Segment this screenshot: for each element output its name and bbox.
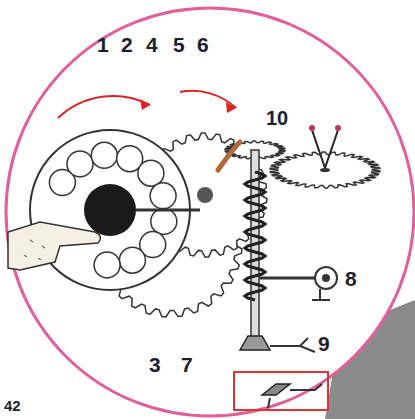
wheel-shaft <box>259 277 322 280</box>
dial-hole <box>67 151 93 177</box>
pointer-dot <box>335 125 341 131</box>
bevel-gear-detail <box>262 384 290 395</box>
dial-hole <box>138 160 164 186</box>
detail-frame <box>234 372 328 410</box>
callout-number: 2 <box>121 34 133 55</box>
pointer-dot <box>309 125 315 131</box>
gear-hub <box>197 187 213 203</box>
glove-dots <box>24 240 45 260</box>
bevel-gear <box>240 336 270 350</box>
dial-hole <box>119 247 145 273</box>
page-number: 42 <box>4 398 21 413</box>
bracket <box>312 299 330 301</box>
gear-10 <box>270 152 380 188</box>
pointer <box>312 130 338 168</box>
callout-number: 5 <box>173 34 185 55</box>
callout-number: 3 <box>149 354 161 375</box>
wheel-hub <box>322 274 330 282</box>
gear-arm <box>218 142 240 170</box>
vignette-circle <box>6 8 414 416</box>
rotation-arrow <box>58 96 150 118</box>
dial-hole <box>94 252 120 278</box>
dial-hole <box>150 183 176 209</box>
callout-number: 1 <box>97 34 109 55</box>
dial-hole <box>151 208 177 234</box>
gear-hub <box>320 168 330 172</box>
callout-number: 10 <box>266 108 288 128</box>
callout-number: 4 <box>146 34 158 55</box>
callout-number: 6 <box>197 34 209 55</box>
arrow-head <box>226 102 236 113</box>
callout-number: 8 <box>345 268 357 289</box>
contact-detail <box>268 384 322 408</box>
bracket <box>319 289 321 300</box>
dial-shaft <box>136 209 200 212</box>
callout-number: 7 <box>181 354 193 375</box>
contact-spring <box>270 338 315 352</box>
wheel-8 <box>315 267 337 289</box>
gloved-hand <box>8 222 100 270</box>
worm-screw <box>245 172 265 300</box>
dial-center <box>84 184 136 236</box>
dial-hole <box>91 142 117 168</box>
arrow-head <box>140 99 150 110</box>
callout-number: 9 <box>318 333 330 354</box>
